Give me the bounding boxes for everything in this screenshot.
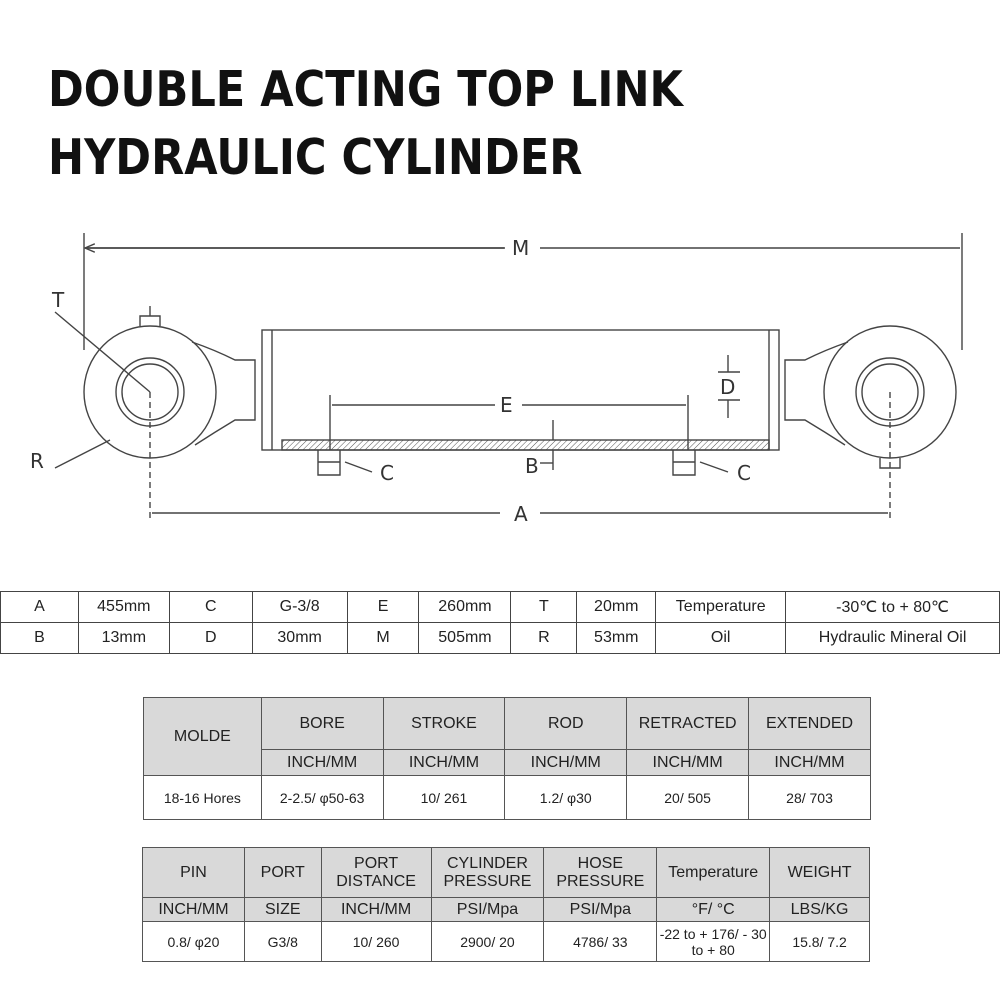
label-m: M xyxy=(512,236,529,260)
label-a: A xyxy=(514,502,528,526)
spec-table-2: PIN PORT PORT DISTANCE CYLINDER PRESSURE… xyxy=(142,847,870,962)
value-cell: 28/ 703 xyxy=(748,775,871,820)
dim-cell: R xyxy=(510,622,578,654)
label-r: R xyxy=(30,449,44,473)
unit-cell: INCH/MM xyxy=(320,897,432,922)
header-cell: PORT xyxy=(243,847,322,898)
header-cell: Temperature xyxy=(656,847,771,898)
table-row: A 455mm C G-3/8 E 260mm T 20mm Temperatu… xyxy=(0,591,1000,623)
value-cell: 0.8/ φ20 xyxy=(142,921,245,962)
header-cell: EXTENDED xyxy=(748,697,871,750)
header-cell: STROKE xyxy=(382,697,506,750)
unit-cell: INCH/MM xyxy=(382,749,506,776)
dim-cell: C xyxy=(168,591,253,623)
value-cell: -22 to + 176/ - 30 to + 80 xyxy=(656,921,771,962)
label-c-right: C xyxy=(737,461,751,485)
table-row: INCH/MM SIZE INCH/MM PSI/Mpa PSI/Mpa °F/… xyxy=(142,897,870,922)
label-b: B xyxy=(525,454,539,478)
value-cell: 1.2/ φ30 xyxy=(504,775,628,820)
table-row: PIN PORT PORT DISTANCE CYLINDER PRESSURE… xyxy=(142,847,870,898)
dim-cell: -30℃ to + 80℃ xyxy=(785,591,1000,623)
value-cell: 2-2.5/ φ50-63 xyxy=(260,775,384,820)
header-cell: ROD xyxy=(504,697,628,750)
title-line-1: DOUBLE ACTING TOP LINK xyxy=(48,61,683,118)
page-title: DOUBLE ACTING TOP LINK HYDRAULIC CYLINDE… xyxy=(48,56,683,192)
header-cell: BORE xyxy=(260,697,384,750)
value-cell: G3/8 xyxy=(243,921,322,962)
label-t: T xyxy=(51,288,65,312)
table-row: B 13mm D 30mm M 505mm R 53mm Oil Hydraul… xyxy=(0,622,1000,654)
unit-cell: INCH/MM xyxy=(260,749,384,776)
dimensions-table: A 455mm C G-3/8 E 260mm T 20mm Temperatu… xyxy=(0,591,1000,654)
table-row: MOLDE BORE STROKE ROD RETRACTED EXTENDED xyxy=(143,697,871,776)
value-cell: 18-16 Hores xyxy=(143,775,262,820)
dim-cell: 30mm xyxy=(251,622,348,654)
unit-cell: °F/ °C xyxy=(656,897,771,922)
dim-cell: A xyxy=(0,591,79,623)
table-row: 0.8/ φ20 G3/8 10/ 260 2900/ 20 4786/ 33 … xyxy=(142,921,870,962)
header-cell: WEIGHT xyxy=(769,847,870,898)
dim-cell: E xyxy=(346,591,420,623)
unit-cell: INCH/MM xyxy=(748,749,871,776)
value-cell: 10/ 260 xyxy=(320,921,432,962)
value-cell: 4786/ 33 xyxy=(543,921,658,962)
value-cell: 10/ 261 xyxy=(382,775,506,820)
header-cell: RETRACTED xyxy=(626,697,750,750)
dim-cell: Oil xyxy=(655,622,787,654)
dim-cell: T xyxy=(510,591,578,623)
dim-cell: B xyxy=(0,622,79,654)
table-row: 18-16 Hores 2-2.5/ φ50-63 10/ 261 1.2/ φ… xyxy=(143,775,871,820)
header-cell: CYLINDER PRESSURE xyxy=(430,847,545,898)
title-line-2: HYDRAULIC CYLINDER xyxy=(48,129,583,186)
unit-cell: INCH/MM xyxy=(142,897,245,922)
label-c-left: C xyxy=(380,461,394,485)
header-cell: PIN xyxy=(142,847,245,898)
label-e: E xyxy=(500,393,513,417)
dim-cell: 455mm xyxy=(77,591,170,623)
unit-cell: PSI/Mpa xyxy=(430,897,545,922)
label-d: D xyxy=(720,375,735,399)
dim-cell: G-3/8 xyxy=(251,591,348,623)
header-cell: HOSE PRESSURE xyxy=(543,847,658,898)
unit-cell: PSI/Mpa xyxy=(543,897,658,922)
table-row: INCH/MM INCH/MM INCH/MM INCH/MM INCH/MM xyxy=(144,749,871,776)
dim-cell: 505mm xyxy=(418,622,512,654)
dim-cell: 20mm xyxy=(576,591,657,623)
dim-cell: 53mm xyxy=(576,622,657,654)
spec-table-1: MOLDE BORE STROKE ROD RETRACTED EXTENDED… xyxy=(143,697,871,820)
dim-cell: Hydraulic Mineral Oil xyxy=(785,622,1000,654)
unit-cell: INCH/MM xyxy=(626,749,750,776)
cylinder-technical-drawing: M T R E D B C C A xyxy=(30,233,963,526)
header-cell: PORT DISTANCE xyxy=(320,847,432,898)
unit-cell: INCH/MM xyxy=(504,749,628,776)
dim-cell: D xyxy=(168,622,253,654)
dim-cell: Temperature xyxy=(655,591,787,623)
header-cell: MOLDE xyxy=(143,697,262,776)
unit-cell: SIZE xyxy=(243,897,322,922)
value-cell: 2900/ 20 xyxy=(430,921,545,962)
value-cell: 20/ 505 xyxy=(626,775,750,820)
value-cell: 15.8/ 7.2 xyxy=(769,921,870,962)
dim-cell: M xyxy=(346,622,420,654)
unit-cell: LBS/KG xyxy=(769,897,870,922)
dim-cell: 13mm xyxy=(77,622,170,654)
dim-cell: 260mm xyxy=(418,591,512,623)
